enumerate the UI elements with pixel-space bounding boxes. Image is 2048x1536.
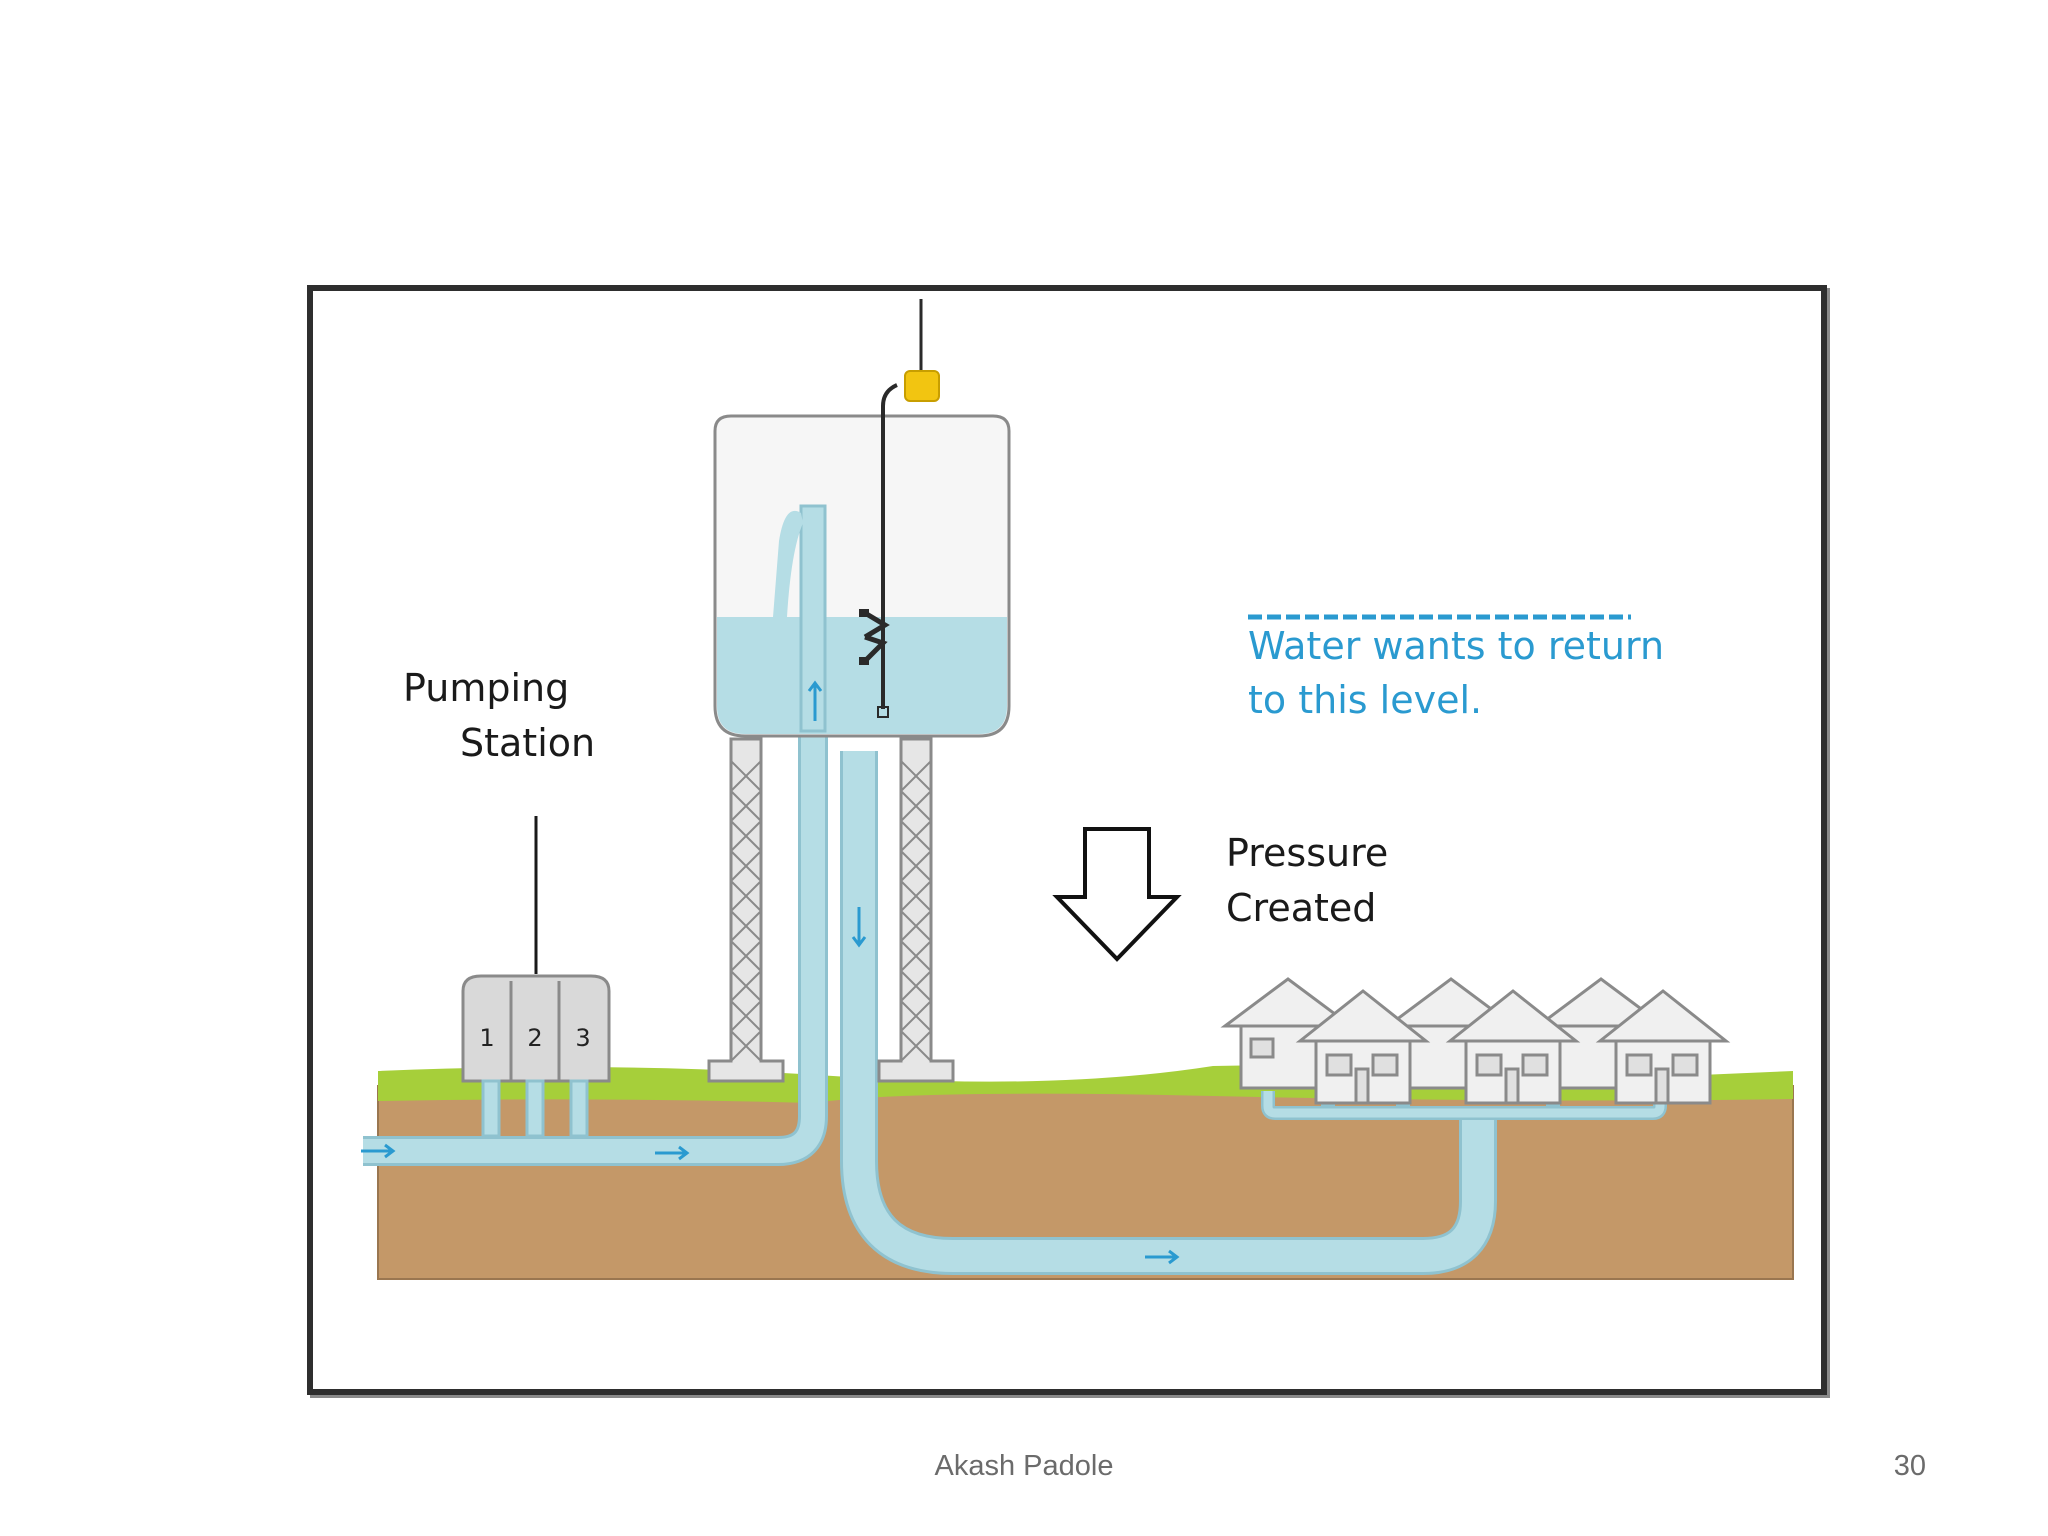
pump-number-2: 2 bbox=[527, 1024, 542, 1052]
down-arrow-icon bbox=[1052, 827, 1182, 962]
house-icon bbox=[1595, 989, 1731, 1105]
tower-leg-left bbox=[707, 737, 785, 1083]
pumping-station-label-line1: Pumping bbox=[403, 666, 569, 710]
water-stream bbox=[773, 510, 803, 617]
pressure-label-line1: Pressure bbox=[1226, 831, 1388, 875]
water-level-label-line1: Water wants to return bbox=[1248, 624, 1664, 668]
pumping-station-label-line2: Station bbox=[460, 721, 595, 765]
level-sensor-cable bbox=[881, 383, 898, 709]
pressure-label-line2: Created bbox=[1226, 886, 1376, 930]
tower-leg-right bbox=[877, 737, 955, 1083]
water-tower-tank bbox=[713, 383, 1011, 738]
pump-number-1: 1 bbox=[479, 1024, 494, 1052]
page-number: 30 bbox=[1893, 1450, 1926, 1482]
house-icon bbox=[1445, 989, 1581, 1105]
pumping-station: 1 2 3 bbox=[461, 974, 611, 1138]
pump-number-3: 3 bbox=[575, 1024, 590, 1052]
footer-author: Akash Padole bbox=[934, 1450, 1114, 1482]
sensor-antenna-icon bbox=[904, 299, 940, 402]
house-row bbox=[1220, 977, 1731, 1105]
tank-water bbox=[717, 617, 1007, 734]
water-tower-diagram: 1 2 3 bbox=[361, 299, 1794, 1280]
house-icon bbox=[1295, 989, 1431, 1105]
flow-arrow-icon bbox=[361, 680, 1180, 1265]
diagram-frame: 1 2 3 bbox=[307, 285, 1827, 1395]
water-level-label-line2: to this level. bbox=[1248, 678, 1482, 722]
